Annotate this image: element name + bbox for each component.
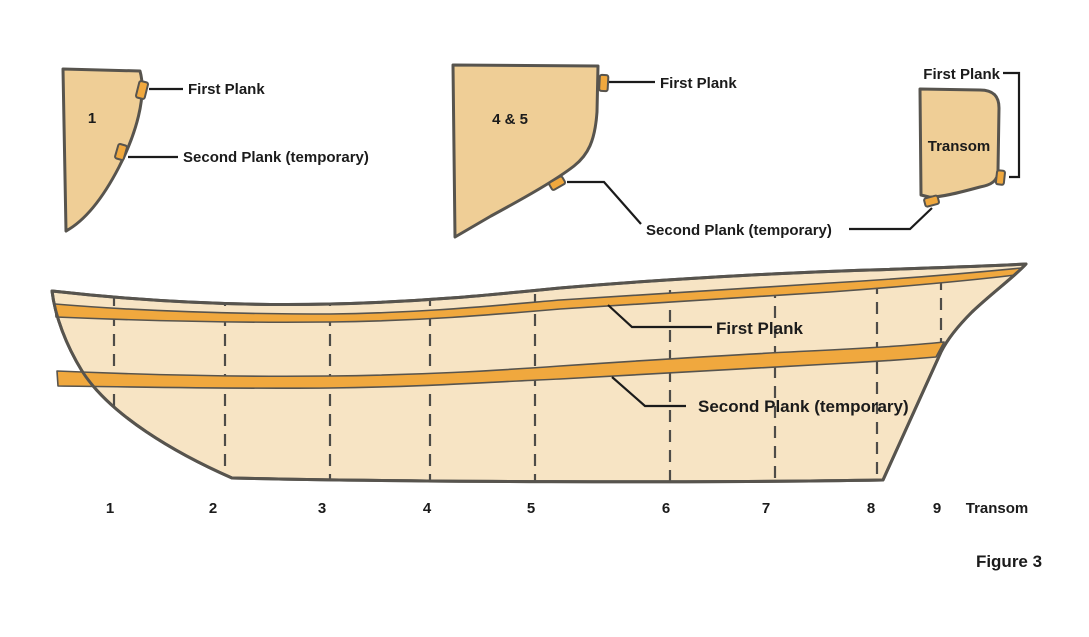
transom-second-plank-tab	[923, 194, 940, 208]
frame-1-first-plank-text: First Plank	[188, 81, 265, 98]
station-label-5: 5	[527, 500, 535, 517]
frame-1-label: 1	[88, 110, 96, 127]
frame-4-5-shape	[451, 63, 600, 239]
hull-first-plank-leader	[607, 304, 712, 329]
frame-4-5-label: 4 & 5	[492, 111, 528, 128]
frame-1-second-plank-tab	[114, 143, 128, 161]
hull-side-view: First Plank Second Plank (temporary) 1 2…	[50, 262, 1028, 517]
station-label-transom: Transom	[966, 500, 1029, 517]
station-label-9: 9	[933, 500, 941, 517]
hull-first-plank-text: First Plank	[716, 319, 803, 338]
figure-caption: Figure 3	[976, 552, 1042, 571]
frame-1-first-plank-tab	[135, 80, 149, 100]
station-label-8: 8	[867, 500, 875, 517]
hull-second-plank-stripe	[56, 341, 945, 390]
frame-4-5-first-plank-text: First Plank	[660, 75, 737, 92]
transom-second-plank-leader	[849, 207, 933, 231]
station-labels: 1 2 3 4 5 6 7 8 9 Transom	[106, 500, 1028, 517]
frame-4-5-second-plank-text: Second Plank (temporary)	[646, 222, 832, 239]
station-label-4: 4	[423, 500, 432, 517]
station-label-2: 2	[209, 500, 217, 517]
transom-shape	[918, 87, 1001, 199]
transom-first-plank-bracket	[1003, 71, 1021, 179]
station-label-1: 1	[106, 500, 114, 517]
hull-outline	[50, 262, 1028, 484]
frame-4-5-second-plank-tab	[548, 175, 567, 191]
frame-1-section: 1 First Plank Second Plank (temporary)	[61, 67, 369, 233]
transom-first-plank-text: First Plank	[923, 66, 1000, 83]
hull-second-plank-text: Second Plank (temporary)	[698, 397, 909, 416]
frame-1-second-plank-text: Second Plank (temporary)	[183, 149, 369, 166]
station-label-3: 3	[318, 500, 326, 517]
frame-4-5-second-plank-leader	[567, 180, 642, 225]
frame-4-5-first-plank-tab	[598, 73, 610, 93]
station-label-7: 7	[762, 500, 770, 517]
station-label-6: 6	[662, 500, 670, 517]
transom-label: Transom	[928, 138, 991, 155]
frame-1-shape	[61, 67, 144, 233]
transom-first-plank-tab	[994, 169, 1006, 186]
transom-section: Transom First Plank	[918, 66, 1021, 208]
frame-4-5-section: 4 & 5 First Plank Second Plank (temporar…	[451, 63, 933, 239]
hull-second-plank-leader	[611, 376, 686, 408]
